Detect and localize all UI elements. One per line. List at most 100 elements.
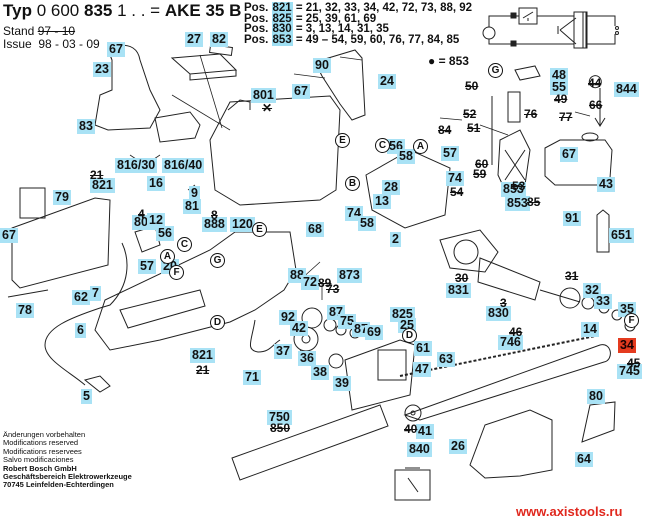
part-callout-selected[interactable]: 34 xyxy=(618,338,636,353)
part-callout[interactable]: 873 xyxy=(337,268,362,283)
part-callout[interactable]: 90 xyxy=(313,58,331,73)
part-callout[interactable]: 71 xyxy=(243,370,261,385)
cover-27 xyxy=(170,53,238,81)
part-callout[interactable]: 745 xyxy=(617,364,642,379)
superseded-part-number: ✕ xyxy=(262,101,273,115)
part-callout[interactable]: 62 xyxy=(72,290,90,305)
part-callout[interactable]: 58 xyxy=(397,149,415,164)
part-callout[interactable]: 821 xyxy=(90,178,115,193)
part-callout[interactable]: 75 xyxy=(338,314,356,329)
part-callout[interactable]: 47 xyxy=(413,362,431,377)
part-callout[interactable]: 746 xyxy=(498,335,523,350)
part-callout[interactable]: 23 xyxy=(93,62,111,77)
typ-number: 0 600 xyxy=(36,1,80,20)
part-callout[interactable]: 74 xyxy=(446,171,464,186)
part-callout[interactable]: 88 xyxy=(288,268,306,283)
part-callout[interactable]: 120 xyxy=(230,217,255,232)
part-callout[interactable]: 7 xyxy=(90,286,101,301)
part-callout[interactable]: 651 xyxy=(609,228,634,243)
part-callout[interactable]: 38 xyxy=(311,365,329,380)
motor-housing xyxy=(209,95,341,206)
superseded-part-number: 84 xyxy=(438,123,452,137)
part-callout[interactable]: 24 xyxy=(378,74,396,89)
legend-number[interactable]: 853 xyxy=(271,33,293,46)
part-callout[interactable]: 5 xyxy=(81,389,92,404)
part-callout[interactable]: 55 xyxy=(550,80,568,95)
superseded-part-number: 850 xyxy=(270,421,291,435)
part-callout[interactable]: 853 xyxy=(501,182,526,197)
part-callout[interactable]: 37 xyxy=(274,344,292,359)
reference-marker: C xyxy=(375,138,390,153)
reference-marker: D xyxy=(402,328,417,343)
part-callout[interactable]: 844 xyxy=(614,82,639,97)
footer-division: Geschäftsbereich Elektrowerkzeuge xyxy=(3,472,132,482)
superseded-part-number: 30 xyxy=(455,271,469,285)
part-callout[interactable]: 43 xyxy=(597,177,615,192)
part-callout[interactable]: 12 xyxy=(147,213,165,228)
part-callout[interactable]: 830 xyxy=(486,306,511,321)
part-callout[interactable]: 2 xyxy=(390,232,401,247)
part-callout[interactable]: 831 xyxy=(446,283,471,298)
part-callout[interactable]: 58 xyxy=(358,216,376,231)
part-callout[interactable]: 81 xyxy=(183,199,201,214)
part-callout[interactable]: 888 xyxy=(202,217,227,232)
part-callout[interactable]: 82 xyxy=(210,32,228,47)
footer-line: Modifications reservees xyxy=(3,446,82,456)
legend-number[interactable]: 825 xyxy=(271,12,293,25)
part-callout[interactable]: 67 xyxy=(0,228,18,243)
part-callout[interactable]: 80 xyxy=(587,389,605,404)
reference-marker: G xyxy=(488,63,503,78)
part-callout[interactable]: 27 xyxy=(185,32,203,47)
part-callout[interactable]: 57 xyxy=(441,146,459,161)
part-callout[interactable]: 63 xyxy=(437,352,455,367)
part-callout[interactable]: 67 xyxy=(107,42,125,57)
part-callout[interactable]: 83 xyxy=(77,119,95,134)
part-callout[interactable]: 57 xyxy=(138,259,156,274)
label-80 xyxy=(581,401,616,443)
part-callout[interactable]: 28 xyxy=(382,180,400,195)
part-callout[interactable]: 750 xyxy=(267,410,292,425)
part-callout[interactable]: 42 xyxy=(290,321,308,336)
part-callout[interactable]: 72 xyxy=(301,275,319,290)
reference-marker: A xyxy=(160,249,175,264)
typ-suffix: 1 . . = xyxy=(117,1,161,20)
part-callout[interactable]: 26 xyxy=(449,439,467,454)
part-callout[interactable]: 36 xyxy=(298,351,316,366)
part-callout[interactable]: 801 xyxy=(251,88,276,103)
part-callout[interactable]: 48 xyxy=(550,68,568,83)
reference-marker: F xyxy=(169,265,184,280)
part-callout[interactable]: 78 xyxy=(16,303,34,318)
part-callout[interactable]: 69 xyxy=(365,325,383,340)
part-callout[interactable]: 68 xyxy=(306,222,324,237)
gear-42 xyxy=(301,307,323,329)
part-callout[interactable]: 853 xyxy=(505,196,530,211)
legend-number[interactable]: 821 xyxy=(271,2,293,14)
part-callout[interactable]: 33 xyxy=(594,294,612,309)
issue-label: Issue xyxy=(3,37,32,51)
part-callout[interactable]: 9 xyxy=(189,186,200,201)
watermark-link[interactable]: www.axistools.ru xyxy=(516,504,623,519)
part-callout[interactable]: 816/30 xyxy=(115,158,158,173)
part-callout[interactable]: 61 xyxy=(414,341,432,356)
part-callout[interactable]: 91 xyxy=(563,211,581,226)
legend-number[interactable]: 830 xyxy=(271,23,293,35)
part-callout[interactable]: 41 xyxy=(416,424,434,439)
stand-value: 97 - 10 xyxy=(37,24,76,38)
part-callout[interactable]: 67 xyxy=(560,147,578,162)
part-callout[interactable]: 79 xyxy=(53,190,71,205)
part-callout[interactable]: 13 xyxy=(373,194,391,209)
part-callout[interactable]: 840 xyxy=(407,442,432,457)
part-callout[interactable]: 67 xyxy=(292,84,310,99)
part-callout[interactable]: 821 xyxy=(190,348,215,363)
reference-marker: E xyxy=(335,133,350,148)
part-callout[interactable]: 6 xyxy=(75,323,86,338)
part-callout[interactable]: 39 xyxy=(333,376,351,391)
part-callout[interactable]: 816/40 xyxy=(162,158,205,173)
footer-company: Robert Bosch GmbH xyxy=(3,463,77,473)
superseded-part-number: 52 xyxy=(463,107,477,121)
part-callout[interactable]: 14 xyxy=(581,322,599,337)
superseded-part-number: 73 xyxy=(326,282,340,296)
part-callout[interactable]: 64 xyxy=(575,452,593,467)
part-callout[interactable]: 56 xyxy=(156,226,174,241)
part-callout[interactable]: 16 xyxy=(147,176,165,191)
